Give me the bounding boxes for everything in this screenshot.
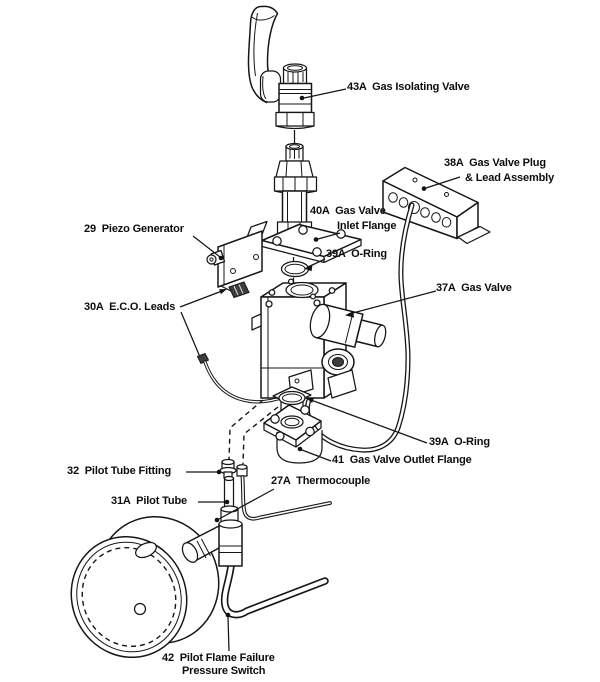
gas-valve-body-drawing	[251, 278, 387, 416]
label-pilot-tube: 31A Pilot Tube	[111, 495, 187, 507]
pilot-assembly-drawing	[181, 458, 332, 619]
gas-valve-plug-box-drawing	[382, 166, 491, 245]
label-gas-valve-plug-line2: & Lead Assembly	[465, 172, 555, 184]
piezo-generator-drawing	[206, 220, 268, 288]
label-pilot-tube-fitting: 32 Pilot Tube Fitting	[67, 465, 172, 477]
o-ring-top-drawing	[280, 260, 310, 284]
o-ring-bottom-drawing	[278, 390, 306, 406]
leader-lines	[179, 88, 461, 652]
label-gas-valve: 37A Gas Valve	[436, 282, 512, 294]
label-eco-leads: 30A E.C.O. Leads	[84, 301, 176, 313]
label-gas-isolating-valve: 43A Gas Isolating Valve	[347, 81, 470, 93]
label-gas-valve-plug-line1: 38A Gas Valve Plug	[444, 157, 546, 169]
label-o-ring-bottom: 39A O-Ring	[429, 436, 490, 448]
outlet-flange-drawing	[263, 404, 323, 464]
label-inlet-flange-line1: 40A Gas Valve	[310, 205, 386, 217]
assembly-guide-lines	[228, 399, 279, 465]
label-outlet-flange: 41 Gas Valve Outlet Flange	[332, 454, 472, 466]
label-pressure-switch-line2: Pressure Switch	[182, 665, 266, 677]
label-o-ring-top: 39A O-Ring	[326, 248, 387, 260]
gas-isolating-valve-drawing	[247, 5, 315, 143]
label-inlet-flange-line2: Inlet Flange	[337, 220, 397, 232]
label-piezo-generator: 29 Piezo Generator	[84, 223, 184, 235]
pressure-switch-drawing	[70, 515, 220, 659]
inlet-flange-assembly-drawing	[261, 142, 362, 264]
label-pressure-switch-line1: 42 Pilot Flame Failure	[162, 652, 275, 664]
label-thermocouple: 27A Thermocouple	[271, 475, 371, 487]
